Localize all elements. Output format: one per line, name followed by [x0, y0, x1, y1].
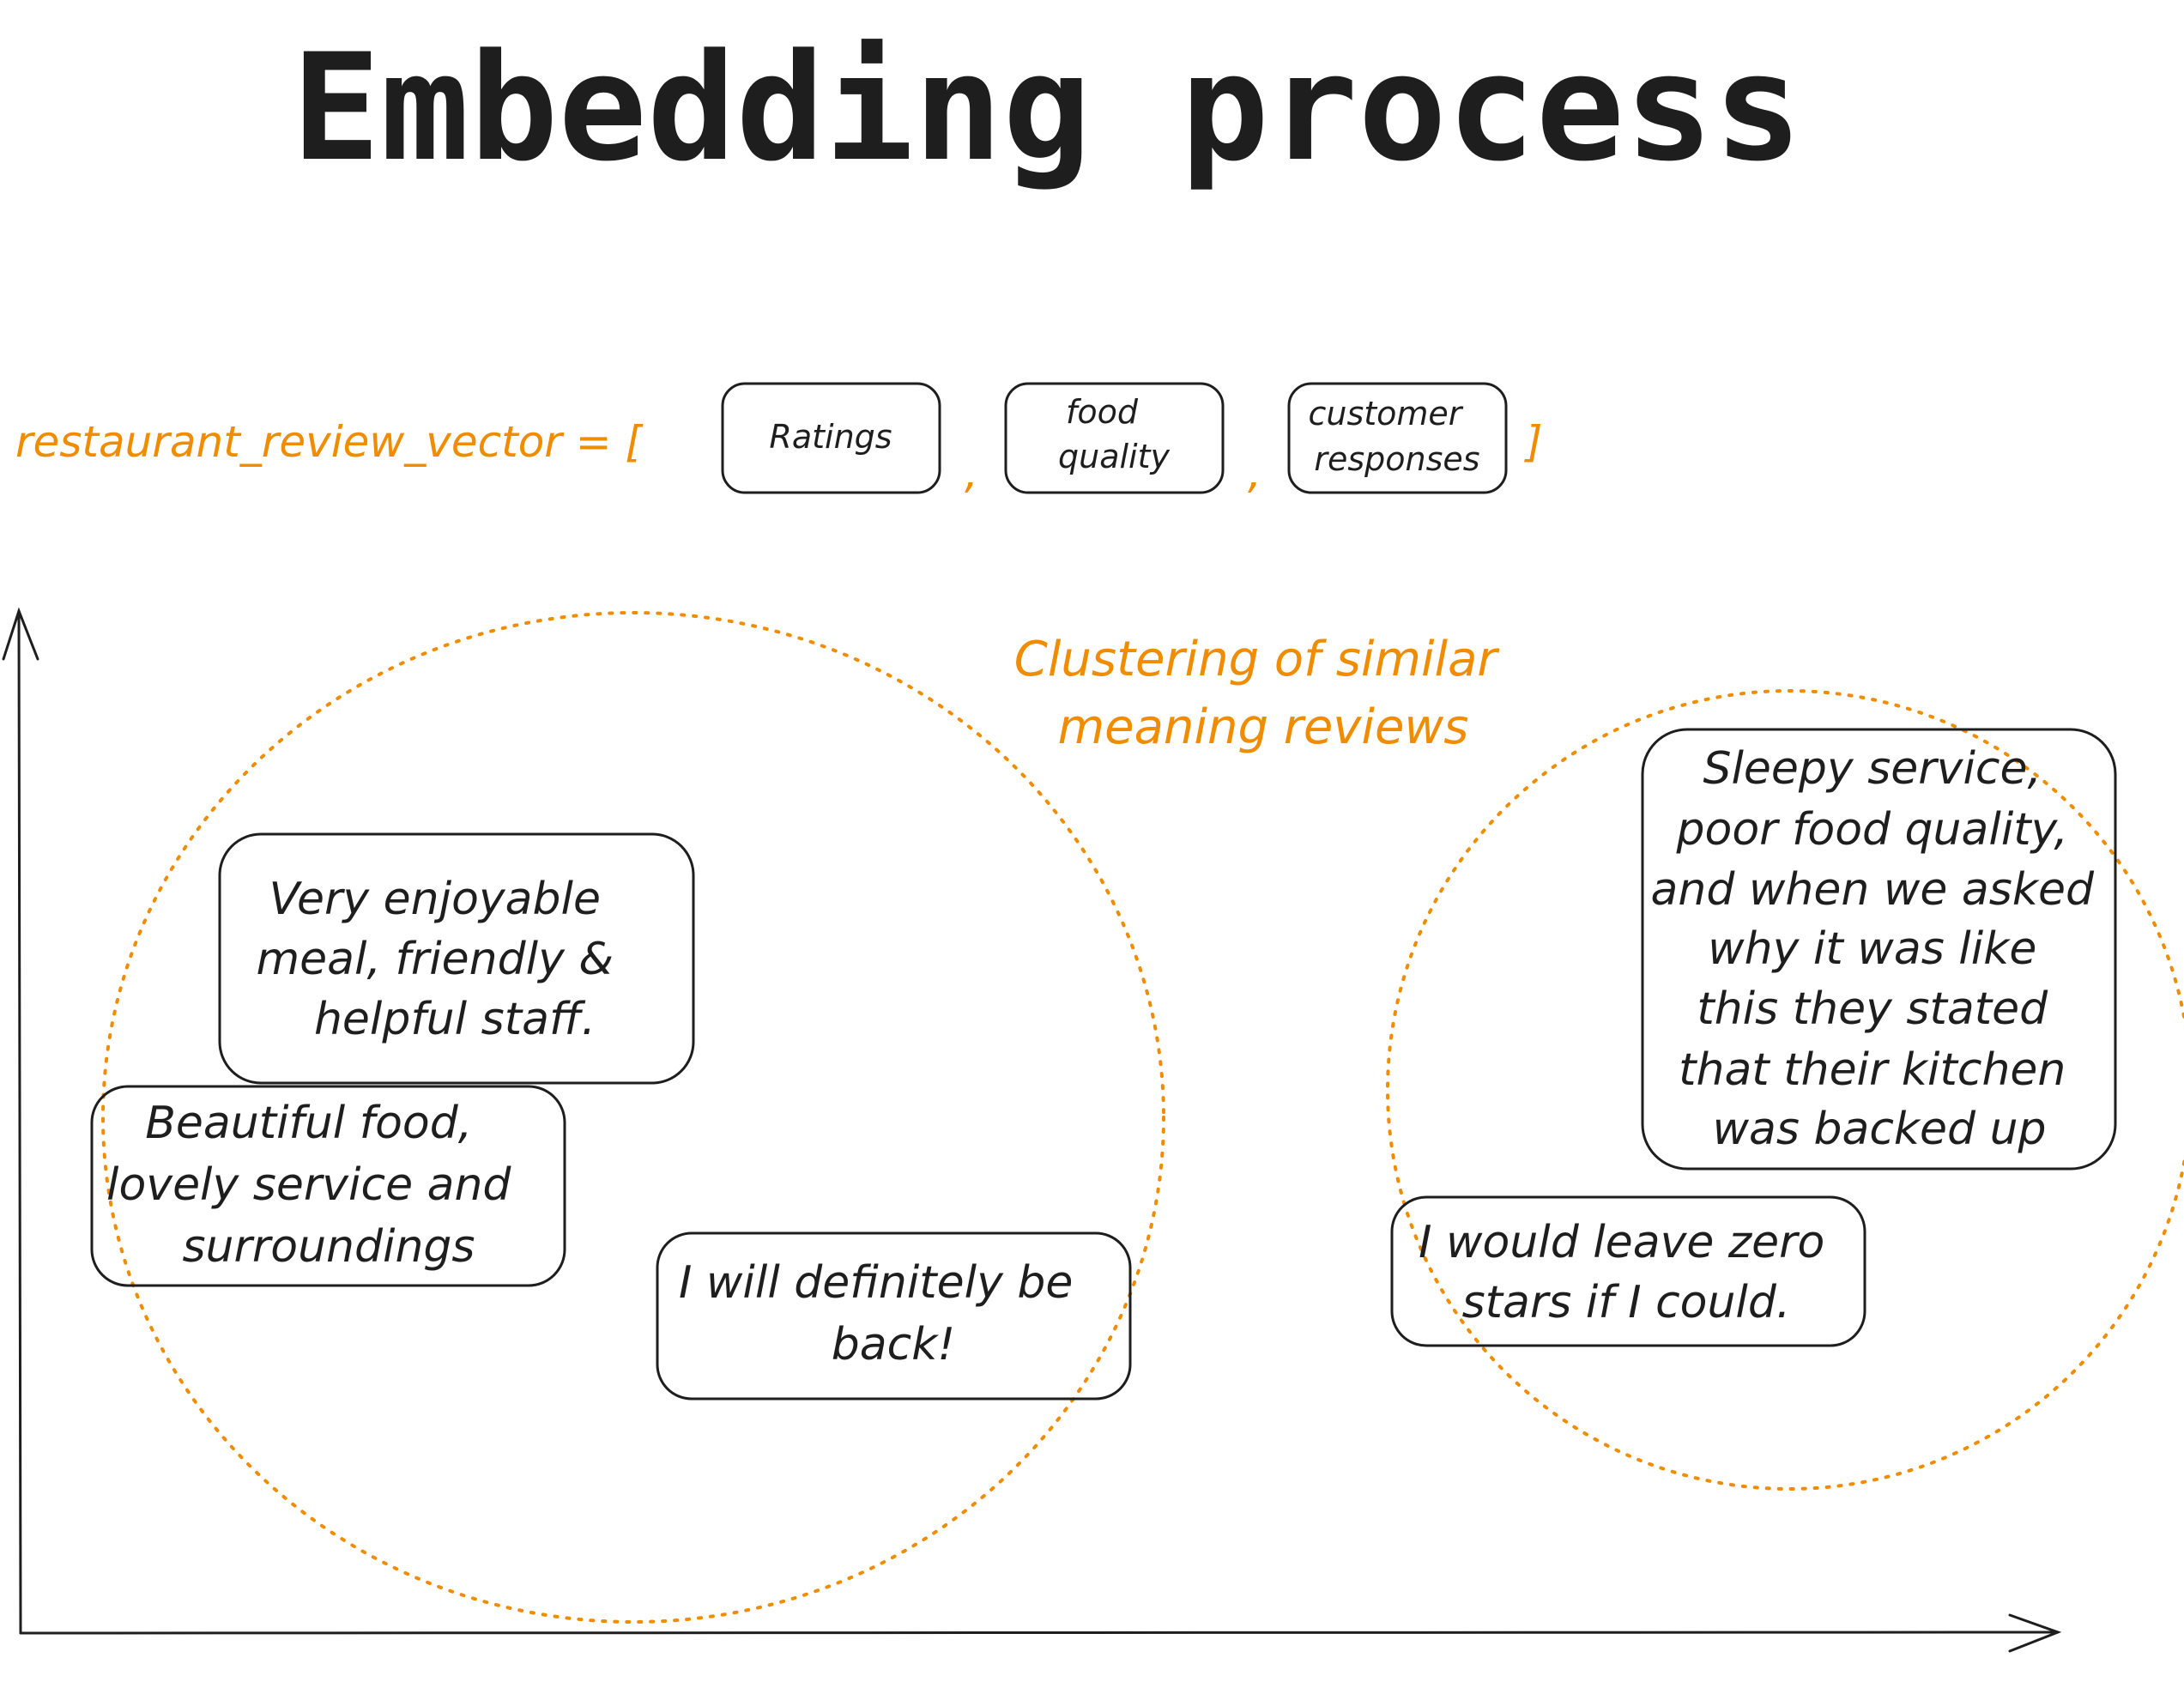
x-axis-arrowhead [2008, 1613, 2062, 1653]
review-text: I would leave zero stars if I could. [1419, 1217, 1839, 1328]
y-axis-arrowhead [2, 607, 39, 661]
vector-label: restaurant_review_vector = [ [15, 417, 644, 467]
vector-separator: , [965, 448, 978, 498]
review-card: I would leave zero stars if I could. [1390, 1195, 1866, 1347]
diagram-title: Embedding process [292, 21, 1802, 194]
negative-cluster-circle [1386, 689, 2184, 1491]
axes [2, 607, 2062, 1653]
cluster-annotation: Clustering of similar meaning reviews [1014, 632, 1513, 755]
feature-box-ratings: Ratings [721, 382, 941, 494]
review-card: Beautiful food, lovely service and surro… [90, 1085, 566, 1287]
review-text: Beautiful food, lovely service and surro… [106, 1098, 525, 1273]
review-card: I will definitely be back! [656, 1231, 1132, 1401]
y-axis [17, 609, 22, 1635]
feature-label: Ratings [769, 418, 892, 456]
review-card: Very enjoyable meal, friendly & helpful … [218, 832, 695, 1085]
feature-box-food-quality: food quality [1004, 382, 1225, 494]
feature-label: food quality [1058, 393, 1171, 475]
positive-cluster-circle [101, 611, 1165, 1624]
feature-label: customer responses [1308, 395, 1479, 478]
x-axis [19, 1631, 2060, 1635]
feature-box-customer-responses: customer responses [1287, 382, 1508, 494]
review-text: Sleepy service, poor food quality, and w… [1651, 743, 2108, 1155]
review-text: I will definitely be back! [679, 1257, 1087, 1370]
review-text: Very enjoyable meal, friendly & helpful … [257, 874, 628, 1045]
vector-close-bracket: ] [1524, 417, 1543, 467]
review-card: Sleepy service, poor food quality, and w… [1641, 728, 2117, 1171]
vector-separator: , [1248, 448, 1261, 498]
